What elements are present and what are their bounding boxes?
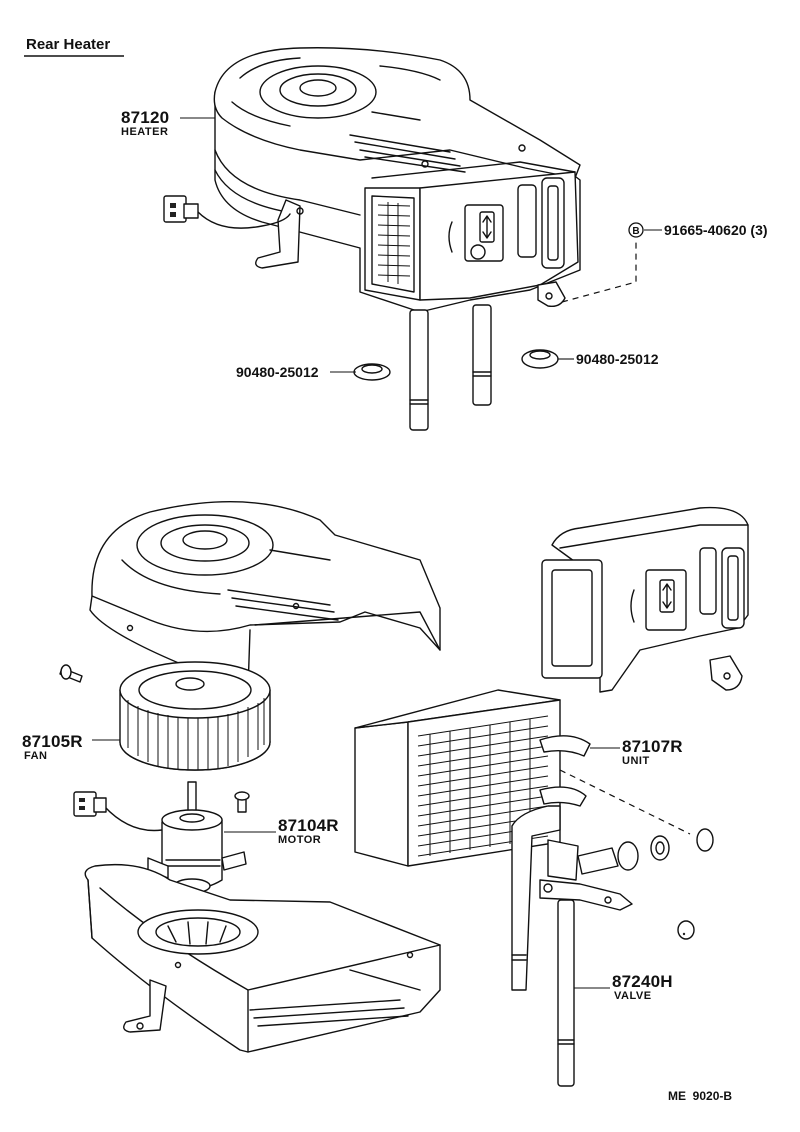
- part-number-87104r: 87104R: [278, 816, 339, 835]
- callout-b-symbol: [628, 222, 644, 238]
- part-number-91665-40620: 91665-40620 (3): [664, 222, 768, 238]
- part-name-heater: HEATER: [121, 126, 168, 138]
- drawing-code: ME 9020-B: [668, 1089, 732, 1103]
- part-number-87105r: 87105R: [22, 732, 83, 751]
- part-name-valve: VALVE: [614, 990, 652, 1002]
- diagram-title: Rear Heater: [26, 36, 110, 53]
- part-name-motor: MOTOR: [278, 834, 321, 846]
- part-number-90480-25012-left: 90480-25012: [236, 364, 319, 380]
- part-number-87107r: 87107R: [622, 737, 683, 756]
- face-panel-drawing: [541, 506, 749, 693]
- heater-assembly-drawing: [163, 47, 637, 431]
- part-name-fan: FAN: [24, 750, 48, 762]
- part-name-unit: UNIT: [622, 755, 650, 767]
- blower-assembly-drawing: [59, 501, 441, 1053]
- heater-unit-drawing: [354, 689, 714, 1087]
- part-number-90480-25012-right: 90480-25012: [576, 351, 659, 367]
- part-number-87240h: 87240H: [612, 972, 673, 991]
- callout-b-letter: B: [632, 226, 639, 237]
- part-number-87120: 87120: [121, 108, 169, 127]
